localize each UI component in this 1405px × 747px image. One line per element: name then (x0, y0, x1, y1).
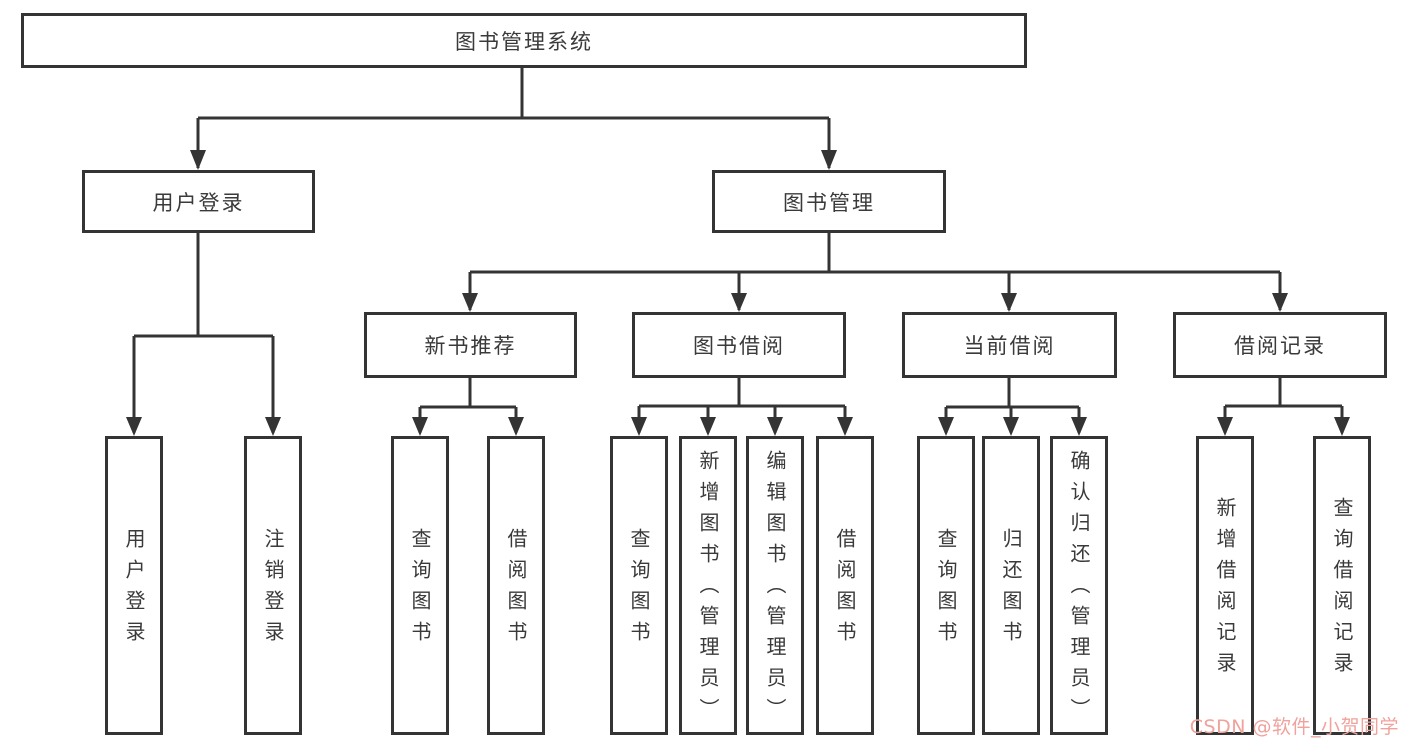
leaf-confirm-return-admin: 确认归还（管理员） (1050, 436, 1108, 735)
node-label: 图书管理系统 (455, 29, 593, 54)
connector-book-management-children (468, 233, 1282, 310)
node-label: 借阅图书 (833, 527, 857, 652)
node-label: 新增借阅记录 (1213, 496, 1237, 683)
leaf-query-borrow-record: 查询借阅记录 (1313, 436, 1371, 735)
leaf-query-books-recommend: 查询图书 (391, 436, 449, 735)
leaf-user-login: 用户登录 (105, 436, 163, 735)
leaf-query-books-borrowing: 查询图书 (610, 436, 668, 735)
leaf-add-borrow-record: 新增借阅记录 (1196, 436, 1254, 735)
node-label: 借阅图书 (504, 527, 528, 652)
node-label: 新增图书（管理员） (696, 450, 720, 729)
node-current-borrowing: 当前借阅 (902, 312, 1117, 378)
leaf-query-books-current: 查询图书 (917, 436, 975, 735)
leaf-return-books: 归还图书 (982, 436, 1040, 735)
node-label: 用户登录 (122, 527, 146, 652)
connector-current-borrowing-children (944, 378, 1081, 433)
node-label: 查询借阅记录 (1330, 496, 1354, 683)
node-library-management-system: 图书管理系统 (21, 13, 1027, 68)
node-label: 图书管理 (783, 190, 875, 215)
node-user-login: 用户登录 (82, 170, 315, 233)
node-label: 新书推荐 (424, 334, 517, 358)
connector-user-login-children (132, 233, 275, 433)
node-label: 编辑图书（管理员） (763, 450, 787, 729)
node-label: 查询图书 (408, 527, 432, 652)
node-label: 查询图书 (934, 527, 958, 652)
leaf-edit-books-admin: 编辑图书（管理员） (746, 436, 804, 735)
node-label: 借阅记录 (1234, 334, 1326, 358)
leaf-logout: 注销登录 (244, 436, 302, 735)
node-label: 图书借阅 (693, 334, 785, 358)
node-label: 归还图书 (999, 527, 1023, 652)
node-label: 当前借阅 (963, 334, 1056, 358)
node-borrowing-records: 借阅记录 (1173, 312, 1387, 378)
node-new-book-recommend: 新书推荐 (364, 312, 577, 378)
node-book-management: 图书管理 (712, 170, 946, 233)
node-label: 查询图书 (627, 527, 651, 652)
connector-new-book-children (418, 378, 518, 433)
leaf-borrow-books-recommend: 借阅图书 (487, 436, 545, 735)
node-book-borrowing: 图书借阅 (632, 312, 846, 378)
connector-book-borrowing-children (637, 378, 847, 433)
node-label: 确认归还（管理员） (1067, 450, 1091, 729)
node-label: 用户登录 (152, 190, 245, 215)
connector-borrowing-records-children (1223, 378, 1344, 433)
leaf-add-books-admin: 新增图书（管理员） (679, 436, 737, 735)
node-label: 注销登录 (261, 527, 285, 652)
csdn-watermark: CSDN @软件_小贺同学 (1189, 716, 1399, 738)
connector-root-to-level2 (196, 68, 831, 168)
leaf-borrow-books: 借阅图书 (816, 436, 874, 735)
